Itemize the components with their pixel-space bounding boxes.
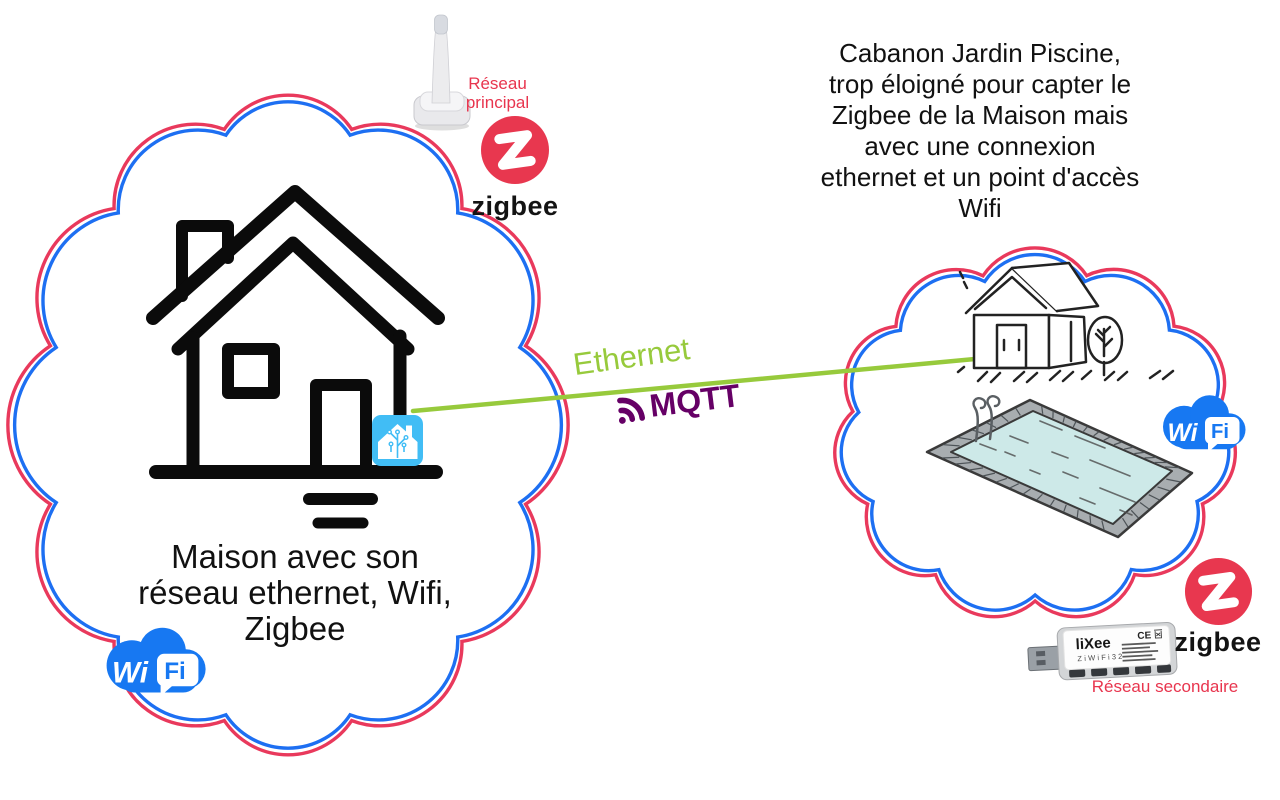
- ethernet-line: [410, 356, 978, 414]
- zigbee-icon: [481, 116, 549, 184]
- door: [310, 379, 372, 476]
- home-assistant-logo: [372, 415, 423, 466]
- shed-door: [995, 323, 1028, 370]
- wifi-fi-text: Fi: [164, 658, 186, 685]
- shed-right-roof: [1010, 261, 1100, 313]
- lixee-model: ZiWiFi32: [1077, 652, 1125, 663]
- ha-circuit-dots: [387, 429, 409, 448]
- wifi-fi-text: Fi: [1211, 421, 1229, 443]
- zigbee-logo-secondary: [1183, 556, 1254, 627]
- ground-hatches: [956, 365, 1175, 384]
- zigbee-antenna: [413, 14, 471, 131]
- roof-outer: [146, 185, 445, 325]
- reseau-principal-label: Réseau principal: [465, 74, 530, 112]
- maison-caption: Maison avec son réseau ethernet, Wifi, Z…: [138, 538, 452, 647]
- doodle-marks: [958, 270, 969, 290]
- wifi-wi-text: Wi: [112, 657, 149, 690]
- dongle-vent: [1069, 668, 1086, 678]
- pool-water: [950, 410, 1173, 525]
- dongle-vent: [1134, 665, 1152, 675]
- tree-branches: [1094, 325, 1114, 377]
- cabanon-note: Cabanon Jardin Piscine, trop éloigné pou…: [820, 38, 1140, 223]
- wifi-icon: Wi Fi: [106, 627, 206, 697]
- left-cloud-blue-outline: [13, 100, 563, 750]
- wifi-icon: Wi Fi: [1163, 395, 1246, 453]
- shed-side-wall: [1047, 313, 1088, 370]
- ha-circuit-lines: [389, 432, 406, 458]
- spec-print: [1121, 642, 1159, 662]
- dongle-vent: [1091, 667, 1108, 677]
- wifi-wi-text: Wi: [1168, 420, 1199, 447]
- shed-front-wall: [972, 313, 1051, 370]
- window: [222, 343, 280, 399]
- wifi-logo-maison: Wi Fi: [103, 624, 211, 698]
- shed-front-roof-inner: [973, 275, 1048, 311]
- zigbee-icon: [1184, 557, 1253, 626]
- usb-hole: [1036, 659, 1046, 666]
- reseau-secondaire-label: Réseau secondaire: [1091, 677, 1239, 696]
- wifi-logo-cabanon: Wi Fi: [1160, 392, 1250, 454]
- shed-door-handles: [1002, 338, 1021, 352]
- dongle-vent: [1156, 664, 1172, 673]
- lixee-dongle: liXee ZiWiFi32 CE: [1027, 621, 1178, 681]
- zigbee-logo-primary: [479, 114, 551, 186]
- weee-bin-icon: [1154, 629, 1163, 639]
- chimney: [176, 220, 234, 302]
- dongle-vent: [1113, 666, 1130, 676]
- pool-tiles: [942, 405, 1181, 531]
- pool-illustration: [925, 395, 1194, 539]
- left-cloud: [6, 93, 570, 757]
- broadcast-icon: [617, 397, 646, 424]
- water-ripples: [979, 420, 1136, 516]
- zigbee-wordmark-primary: zigbee: [471, 191, 559, 221]
- zigbee-wordmark-secondary: zigbee: [1174, 627, 1262, 657]
- usb-hole: [1035, 650, 1046, 657]
- dongle-label: [1062, 625, 1172, 671]
- pool-ladder: [972, 395, 1001, 443]
- antenna-tip: [434, 14, 448, 35]
- roof-inner: [171, 236, 415, 356]
- shed-illustration: [956, 261, 1175, 384]
- mqtt-logo: MQTT: [614, 377, 742, 426]
- lixee-brand: liXee: [1075, 634, 1111, 653]
- ce-mark: CE: [1137, 630, 1152, 642]
